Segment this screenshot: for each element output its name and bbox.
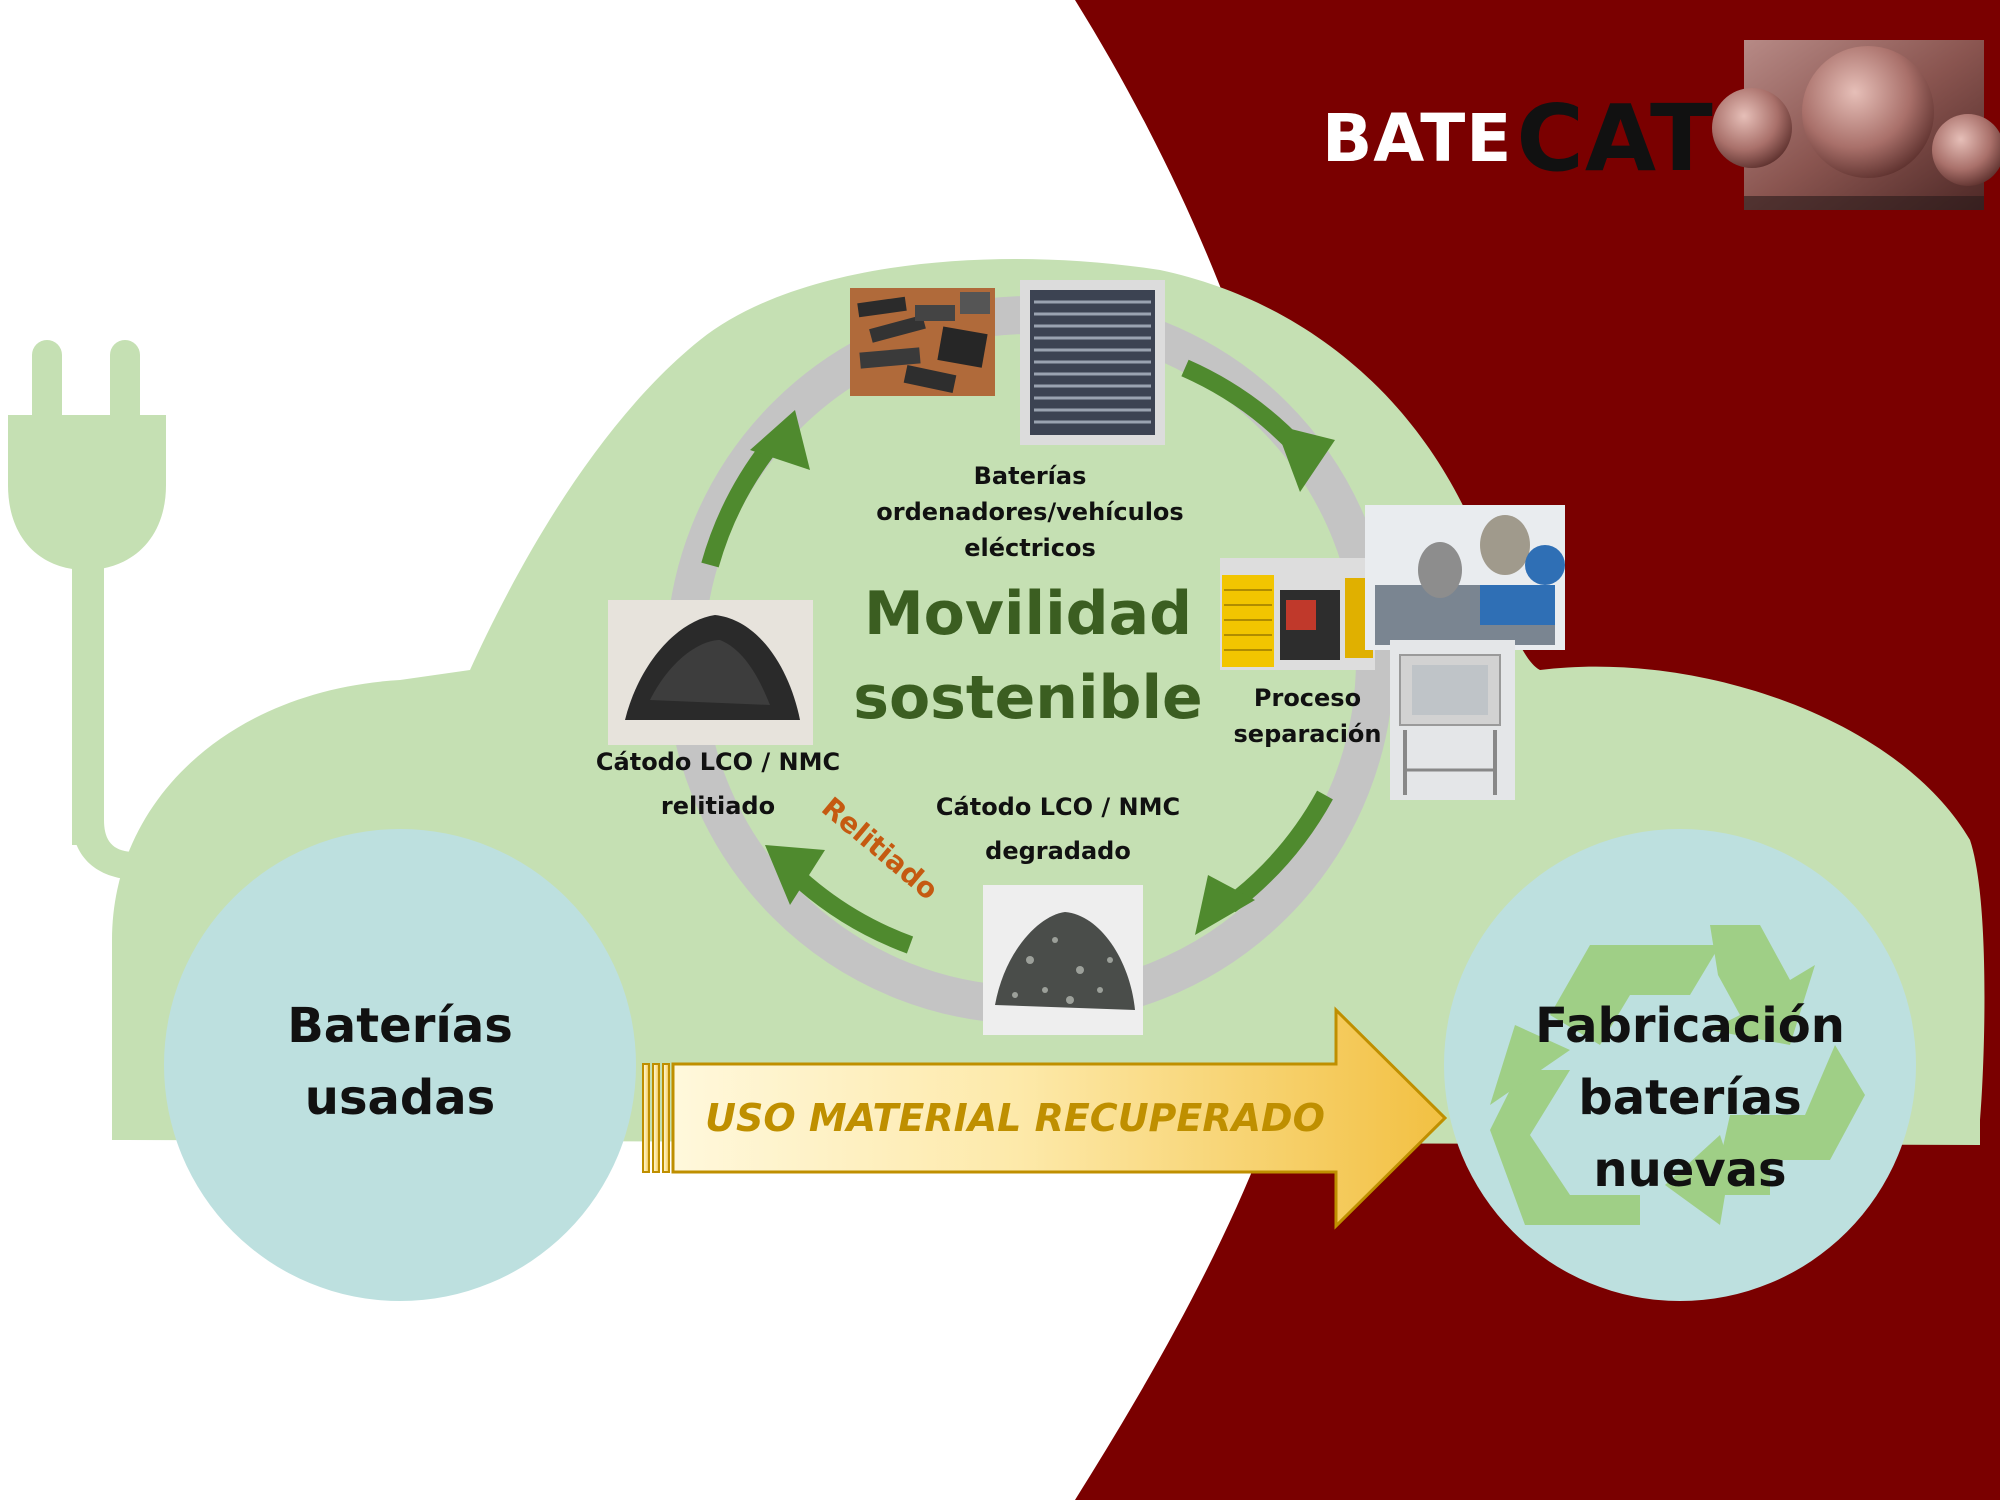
- logo-micrograph-image: [1712, 40, 2000, 210]
- batecat-logo: BATE CAT: [1322, 85, 1714, 192]
- photo-separation-machine-2: [1365, 505, 1565, 650]
- photo-separation-machine-1: [1220, 558, 1375, 670]
- left-wheel: [164, 829, 636, 1301]
- recycle-icon: [1490, 925, 1865, 1225]
- cycle-arrowheads: [750, 410, 1335, 935]
- arrow-label: USO MATERIAL RECUPERADO: [705, 1096, 1325, 1140]
- stage-separation-line1: Proceso: [1253, 684, 1362, 712]
- stage-degraded-line2: degradado: [985, 837, 1131, 865]
- right-wheel-line3: nuevas: [1593, 1142, 1787, 1198]
- photo-relithiated-powder: [608, 600, 813, 745]
- stage-batteries-line1: Baterías: [973, 462, 1087, 490]
- stage-batteries-line3: eléctricos: [964, 534, 1096, 562]
- stage-degraded-line1: Cátodo LCO / NMC: [935, 793, 1181, 821]
- logo-part-cat: CAT: [1516, 84, 1714, 192]
- photo-glovebox: [1390, 640, 1515, 800]
- photo-degraded-cathode: [983, 885, 1143, 1035]
- recovered-material-arrow: [642, 1006, 1448, 1230]
- left-wheel-line1: Baterías: [287, 998, 513, 1054]
- stage-relithiated-line2: relitiado: [660, 792, 776, 820]
- stage-label-degraded: Cátodo LCO / NMC degradado: [928, 785, 1188, 873]
- stage-label-batteries: Baterías ordenadores/vehículos eléctrico…: [850, 458, 1210, 566]
- plug-icon: [8, 340, 230, 880]
- photo-ev-battery-pack: [1020, 280, 1165, 445]
- left-wheel-label: Baterías usadas: [250, 990, 550, 1134]
- photo-laptop-batteries: [850, 288, 995, 396]
- logo-part-bate: BATE: [1322, 99, 1513, 177]
- right-wheel-line2: baterías: [1578, 1070, 1802, 1126]
- stage-label-relithiated: Cátodo LCO / NMC relitiado: [588, 740, 848, 828]
- right-wheel-label: Fabricación baterías nuevas: [1510, 990, 1870, 1206]
- left-wheel-line2: usadas: [304, 1070, 496, 1126]
- center-title-line1: Movilidad: [863, 579, 1193, 649]
- stage-separation-line2: separación: [1233, 720, 1382, 748]
- stage-label-separation: Proceso separación: [1225, 680, 1390, 752]
- right-wheel-line1: Fabricación: [1535, 998, 1845, 1054]
- stage-relithiated-line1: Cátodo LCO / NMC: [595, 748, 841, 776]
- center-title-line2: sostenible: [853, 663, 1203, 733]
- center-title: Movilidad sostenible: [828, 572, 1228, 740]
- stage-batteries-line2: ordenadores/vehículos: [876, 498, 1184, 526]
